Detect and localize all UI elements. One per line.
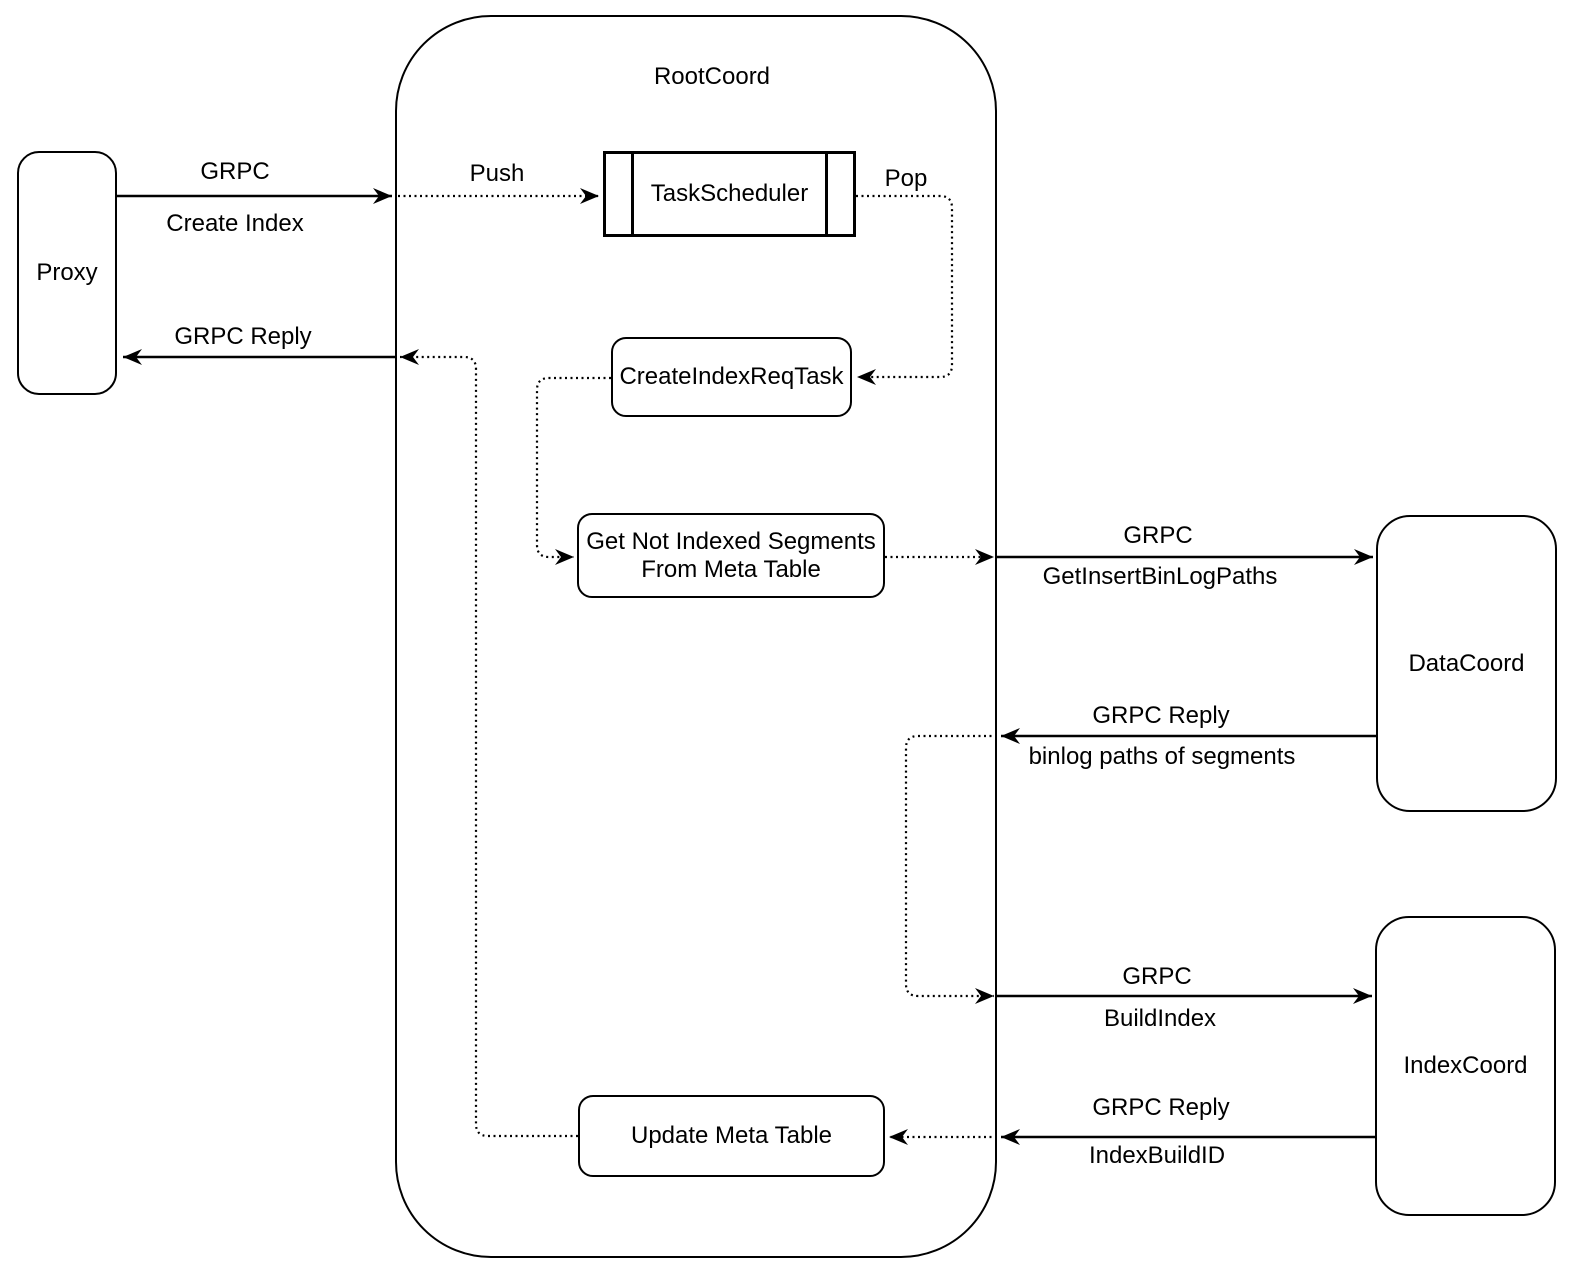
node-get-not-indexed-segments: Get Not Indexed Segments From Meta Table [577, 513, 885, 598]
node-taskscheduler: TaskScheduler [603, 151, 856, 237]
label-push: Push [469, 160, 525, 187]
node-indexcoord: IndexCoord [1375, 916, 1556, 1216]
update-meta-label: Update Meta Table [630, 1122, 833, 1149]
label-create-index: Create Index [166, 210, 304, 237]
proxy-label: Proxy [36, 259, 98, 286]
get-not-indexed-label: Get Not Indexed Segments From Meta Table [586, 528, 876, 584]
label-getinsertbinlogpaths: GetInsertBinLogPaths [1042, 563, 1278, 590]
datacoord-label: DataCoord [1408, 649, 1525, 677]
node-proxy: Proxy [17, 151, 117, 395]
node-update-meta-table: Update Meta Table [578, 1095, 885, 1177]
node-datacoord: DataCoord [1376, 515, 1557, 812]
indexcoord-label: IndexCoord [1403, 1052, 1528, 1079]
rootcoord-title: RootCoord [653, 63, 771, 90]
label-buildindex-grpc: GRPC [1122, 963, 1192, 990]
edge-createindexreqtask-to-getnotindexed [535, 376, 611, 565]
label-buildindex: BuildIndex [1103, 1005, 1217, 1032]
createindexreqtask-label: CreateIndexReqTask [619, 363, 844, 390]
get-not-indexed-line2: From Meta Table [641, 555, 821, 583]
edge-binlog-reply-to-buildindex [904, 734, 997, 1004]
label-getinsert-grpc: GRPC [1123, 522, 1193, 549]
taskscheduler-right-bar [825, 154, 828, 234]
label-indexbuildid: IndexBuildID [1088, 1142, 1226, 1169]
edge-updatemeta-to-grpc-reply [400, 349, 578, 1138]
label-pop: Pop [884, 165, 928, 192]
get-not-indexed-line1: Get Not Indexed Segments [586, 527, 876, 555]
edge-pop-to-createindexreqtask [856, 194, 954, 385]
label-binlog-grpc-reply: GRPC Reply [1092, 702, 1230, 729]
taskscheduler-label: TaskScheduler [650, 180, 809, 207]
taskscheduler-left-bar [631, 154, 634, 234]
label-create-index-grpc: GRPC [200, 158, 270, 185]
node-createindexreqtask: CreateIndexReqTask [611, 337, 852, 417]
label-binlog-paths: binlog paths of segments [1028, 743, 1296, 770]
label-grpc-reply-proxy: GRPC Reply [174, 323, 312, 350]
node-rootcoord [395, 15, 997, 1258]
label-indexbuild-grpc-reply: GRPC Reply [1092, 1094, 1230, 1121]
